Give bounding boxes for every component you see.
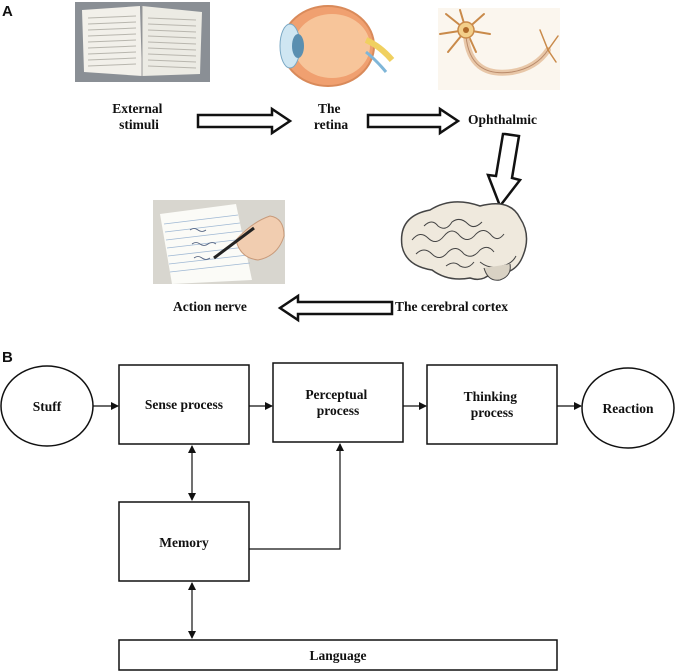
svg-text:Perceptual process: Perceptual process [305,387,370,418]
hollow-arrow-left [277,293,394,323]
retina-label-line1: The [318,101,341,116]
memory-node [118,501,250,582]
external-stimuli-label-line2: stimuli [119,117,159,132]
perceptual-process-node [272,362,404,443]
language-node [118,639,558,671]
thinking-label-line1: Thinking [464,389,518,404]
cerebral-cortex-label: The cerebral cortex [395,299,508,314]
sense-process-label: Sense process [145,397,223,412]
language-label: Language [309,648,366,663]
brain-icon [400,201,528,281]
action-nerve-label: Action nerve [173,299,247,314]
retina-label-line2: retina [314,117,348,132]
perceptual-label-line1: Perceptual [305,387,367,402]
svg-text:External stimuli: External stimuli [112,101,166,132]
ophthalmic-label: Ophthalmic [468,112,537,127]
panel-a-label: A [2,3,13,20]
panel-b-label: B [2,349,13,366]
arrow-memory-to-perceptual [249,443,344,550]
svg-text:Thinking process: Thinking process [464,389,521,420]
open-book-icon [75,2,210,82]
thinking-process-node [426,364,558,445]
memory-label: Memory [159,535,209,550]
stuff-label: Stuff [33,399,62,414]
reaction-label: Reaction [603,401,654,416]
external-stimuli-label-line1: External [112,101,162,116]
eye-anatomy-icon [279,5,395,87]
svg-text:The retina: The retina [314,101,348,132]
hand-writing-icon [153,200,285,284]
sense-process-node [118,364,250,445]
perceptual-label-line2: process [317,403,360,418]
hollow-arrow-1 [196,106,293,136]
hollow-arrow-down [486,132,523,209]
thinking-label-line2: process [471,405,514,420]
reaction-node [581,367,675,449]
neuron-icon [438,8,560,90]
hollow-arrow-2 [366,106,461,136]
